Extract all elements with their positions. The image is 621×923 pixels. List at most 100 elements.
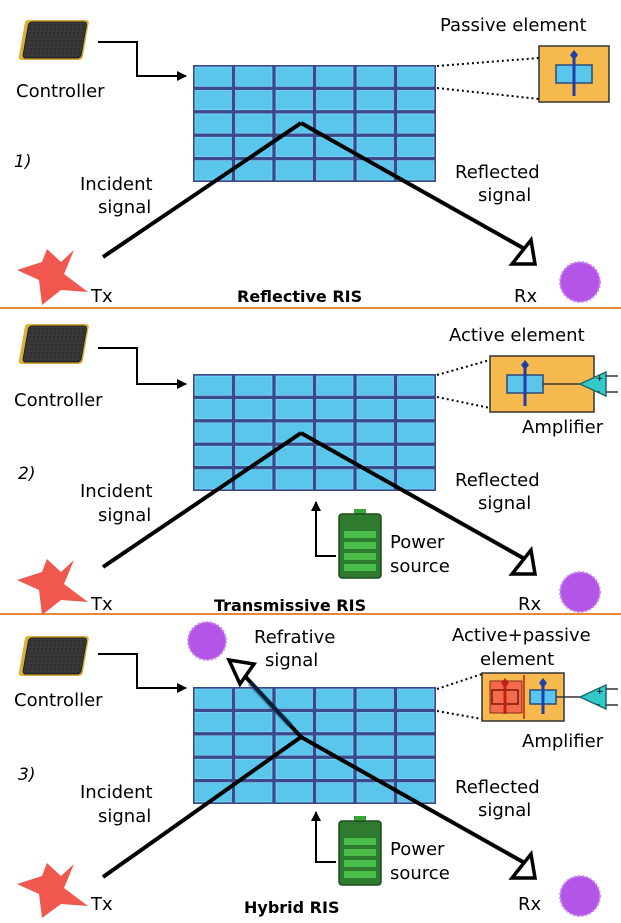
rx-antenna-icon xyxy=(508,849,538,880)
ris-unit-cell xyxy=(316,113,354,134)
ris-unit-cell xyxy=(316,782,354,803)
ris-unit-cell xyxy=(397,688,435,709)
ris-unit-cell xyxy=(316,375,354,396)
ris-unit-cell xyxy=(316,66,354,87)
incident-label: Incident xyxy=(80,782,153,803)
incident-signal-line xyxy=(101,121,303,259)
ris-unit-cell xyxy=(356,758,394,779)
panel-title: Hybrid RIS xyxy=(244,898,339,917)
ris-unit-cell xyxy=(194,66,232,87)
refracted-device-icon xyxy=(187,621,227,661)
rx-antenna-icon xyxy=(508,545,538,576)
ris-unit-cell xyxy=(194,136,232,157)
refracted-signal-line xyxy=(241,672,303,739)
zoom-line xyxy=(436,396,491,409)
ris-unit-cell xyxy=(356,735,394,756)
ris-unit-cell xyxy=(397,375,435,396)
ris-unit-cell xyxy=(356,66,394,87)
ris-unit-cell xyxy=(316,136,354,157)
incident-label: Incident xyxy=(80,174,153,195)
incident-label: Incident xyxy=(80,481,153,502)
ris-unit-cell xyxy=(194,422,232,443)
tx-label: Tx xyxy=(90,594,113,615)
ris-unit-cell xyxy=(356,160,394,181)
ris-unit-cell xyxy=(356,688,394,709)
controller-label: Controller xyxy=(14,690,103,711)
refracted-signal-through xyxy=(247,680,293,728)
ris-unit-cell xyxy=(235,735,273,756)
ris-unit-cell xyxy=(397,469,435,490)
ris-unit-cell xyxy=(397,66,435,87)
ris-unit-cell xyxy=(275,782,313,803)
ris-unit-cell xyxy=(356,90,394,111)
ris-unit-cell xyxy=(397,399,435,420)
zoom-line xyxy=(436,87,540,100)
panel-reflective: Controller Passive element 1) Incident s… xyxy=(14,15,610,307)
ris-unit-cell xyxy=(235,375,273,396)
zoom-line xyxy=(436,710,483,720)
reflected-signal-line xyxy=(300,121,524,250)
ris-unit-cell xyxy=(275,422,313,443)
reflected-label: Reflected xyxy=(455,162,540,183)
ris-unit-cell xyxy=(316,399,354,420)
ris-unit-cell xyxy=(235,712,273,733)
ris-unit-cell xyxy=(316,712,354,733)
ris-frame xyxy=(193,65,436,182)
ris-unit-cell xyxy=(356,469,394,490)
ris-unit-cell xyxy=(235,66,273,87)
power-label: Power xyxy=(390,839,445,860)
ris-unit-cell xyxy=(275,688,313,709)
ris-unit-cell xyxy=(397,758,435,779)
element-label: Active+passive xyxy=(452,625,591,646)
incident-signal-line xyxy=(101,735,303,879)
amplifier-label: Amplifier xyxy=(522,417,604,438)
ris-unit-cell xyxy=(275,66,313,87)
ris-unit-cell xyxy=(194,712,232,733)
ris-unit-cell xyxy=(397,712,435,733)
ris-unit-cell xyxy=(194,90,232,111)
amp-minus: - xyxy=(597,387,600,397)
ris-unit-cell xyxy=(316,160,354,181)
power-label: source xyxy=(390,863,450,884)
reflected-label: Reflected xyxy=(455,470,540,491)
rx-device-icon xyxy=(559,571,601,613)
ris-unit-cell xyxy=(194,399,232,420)
element-label: Passive element xyxy=(440,15,587,36)
battery-icon xyxy=(338,816,382,886)
ris-unit-cell xyxy=(356,782,394,803)
ris-unit-cell xyxy=(397,136,435,157)
refractive-label: Refrative xyxy=(254,627,335,648)
element-label: Active element xyxy=(449,325,585,346)
tx-star-icon xyxy=(17,559,88,615)
zoom-line xyxy=(436,359,491,376)
incident-label: signal xyxy=(98,806,151,827)
control-arrow xyxy=(98,347,187,389)
ris-unit-cell xyxy=(275,399,313,420)
ris-unit-cell xyxy=(275,375,313,396)
amp-minus: - xyxy=(597,700,600,710)
control-arrow xyxy=(98,653,187,693)
amp-plus: + xyxy=(596,374,604,384)
zoom-line xyxy=(436,57,540,67)
ris-unit-cell xyxy=(194,758,232,779)
ris-unit-cell xyxy=(235,422,273,443)
controller-label: Controller xyxy=(16,81,105,102)
tx-star-icon xyxy=(17,249,88,305)
reflected-label: signal xyxy=(478,800,531,821)
reflected-signal-line xyxy=(300,431,524,560)
ris-unit-cell xyxy=(194,375,232,396)
rx-label: Rx xyxy=(514,286,538,307)
ris-unit-cell xyxy=(194,782,232,803)
reflected-label: Reflected xyxy=(455,777,540,798)
rx-device-icon xyxy=(559,875,601,917)
ris-unit-cell xyxy=(275,113,313,134)
ris-unit-cell xyxy=(235,90,273,111)
rx-antenna-icon xyxy=(508,235,538,266)
active-passive-element-icon xyxy=(481,672,580,722)
tx-label: Tx xyxy=(90,286,113,307)
ris-unit-cell xyxy=(194,445,232,466)
reflected-signal-line xyxy=(300,735,524,864)
ris-unit-cell xyxy=(316,735,354,756)
